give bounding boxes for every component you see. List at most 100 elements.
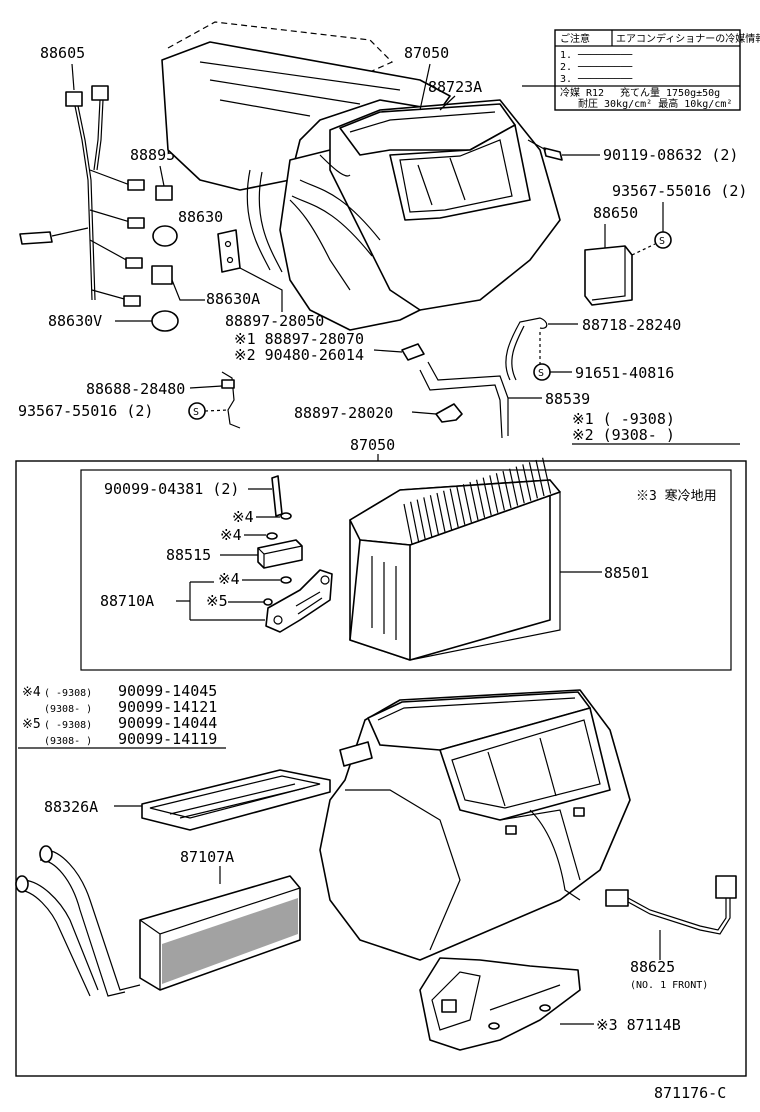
label-93567-b: 93567-55016 (2) [18,402,153,420]
label-88605: 88605 [40,44,85,62]
label-note1-part: ※1 88897-28070 [234,330,364,348]
diagram-ref-code: 871176-C [654,1084,726,1102]
evaporator-fin [436,492,446,533]
n5-mark: ※5 [22,717,41,732]
evaporator-fin [542,457,552,494]
caution-header: エアコンディショナーの冷媒情報 [616,32,760,45]
notes-table: ※4 ( -9308) 90099-14045 (9308- ) 90099-1… [18,682,226,749]
label-90119: 90119-08632 (2) [603,146,738,164]
label-88897-28050: 88897-28050 [225,312,324,330]
caution-line-1: 1. ───────── [560,50,633,61]
legend-note2: ※2 (9308- ) [572,426,675,444]
label-88723A: 88723A [428,78,482,96]
heater-case-main [319,689,631,961]
heater-core-87107A [15,845,301,997]
evaporator-fin [469,481,479,521]
evaporator-fin [528,462,538,499]
label-note5: ※5 [206,592,228,610]
label-note4-c: ※4 [218,570,240,588]
evaporator-fin [535,459,545,497]
n4-r2-part: 90099-14121 [118,698,217,716]
evaporator-fin [462,484,472,523]
n4-r2-range: (9308- ) [44,704,92,715]
label-88630: 88630 [178,208,223,226]
caution-amount: 充てん量 1750g±50g [620,86,720,99]
label-88539: 88539 [545,390,590,408]
label-88501: 88501 [604,564,649,582]
n5-r2-part: 90099-14119 [118,730,217,748]
label-88650: 88650 [593,204,638,222]
label-88515: 88515 [166,546,211,564]
svg-text:S: S [659,236,665,247]
clip-88897-28070 [401,343,425,361]
bolt-90119 [543,147,563,161]
connector-88895 [155,185,173,201]
evaporator-fin [423,497,433,537]
evaporator-fin [456,486,466,525]
evaporator-fin [410,501,420,542]
evaporator-subframe [80,469,732,671]
label-88710A: 88710A [100,592,154,610]
caution-line-2: 2. ───────── [560,62,633,73]
screw-90099-04381 [271,475,283,517]
evaporator-88501 [349,457,561,661]
n5-r2-range: (9308- ) [44,736,92,747]
connector-88630V [151,310,179,332]
evaporator-fin [429,495,439,535]
evaporator-fin [403,503,413,545]
cover-87114B [419,957,581,1051]
evaporator-fin [449,488,459,528]
caution-pressure: 耐圧 30kg/cm² 最高 10kg/cm² [578,97,732,110]
svg-text:S: S [538,368,544,379]
assembly-frame [15,460,747,1077]
clip-88897-28020 [435,403,463,423]
connector-88630 [152,225,178,247]
sensor-88688 [221,371,241,429]
label-88625: 88625 [630,958,675,976]
caution-line-3: 3. ───────── [560,74,633,85]
label-88688: 88688-28480 [86,380,185,398]
evaporator-fin [489,475,499,513]
evaporator-fin [495,473,505,511]
n5-r1-part: 90099-14044 [118,714,217,732]
evaporator-fin [515,466,525,504]
label-91651: 91651-40816 [575,364,674,382]
label-note4-b: ※4 [220,526,242,544]
label-87050-top: 87050 [404,44,449,62]
label-88718: 88718-28240 [582,316,681,334]
heater-case-top-assembly [161,21,561,331]
evaporator-fin [502,470,512,509]
n5-r1-range: ( -9308) [44,720,92,731]
evaporator-fin [443,490,453,530]
label-88326A: 88326A [44,798,98,816]
label-87114B: ※3 87114B [596,1016,681,1034]
label-note4-a: ※4 [232,508,254,526]
note3-cold-region: ※3 寒冷地用 [636,488,717,504]
connector-88630A [151,265,173,285]
caution-title: ご注意 [560,32,590,45]
evaporator-fin [482,477,492,516]
sensor-88625 [605,875,737,935]
evaporator-fin [509,468,519,506]
svg-text:S: S [193,407,199,418]
caution-refrigerant: 冷媒 R12 [560,86,604,99]
label-note2-part: ※2 90480-26014 [234,346,364,364]
label-88625-sub: (NO. 1 FRONT) [630,980,708,991]
evaporator-fin [522,464,532,501]
label-88630A: 88630A [206,290,260,308]
legend-note1: ※1 ( -9308) [572,410,675,428]
evaporator-fin [416,499,426,540]
label-93567-a: 93567-55016 (2) [612,182,747,200]
n4-r1-part: 90099-14045 [118,682,217,700]
label-90099-04381: 90099-04381 (2) [104,480,239,498]
n4-r1-range: ( -9308) [44,688,92,699]
evaporator-fin [476,479,486,518]
drain-hose-88539 [419,369,503,439]
n4-mark: ※4 [22,685,41,700]
label-88897-28020: 88897-28020 [294,404,393,422]
label-87050-assembly: 87050 [350,436,395,454]
label-87107A: 87107A [180,848,234,866]
filter-88326A [141,769,331,831]
